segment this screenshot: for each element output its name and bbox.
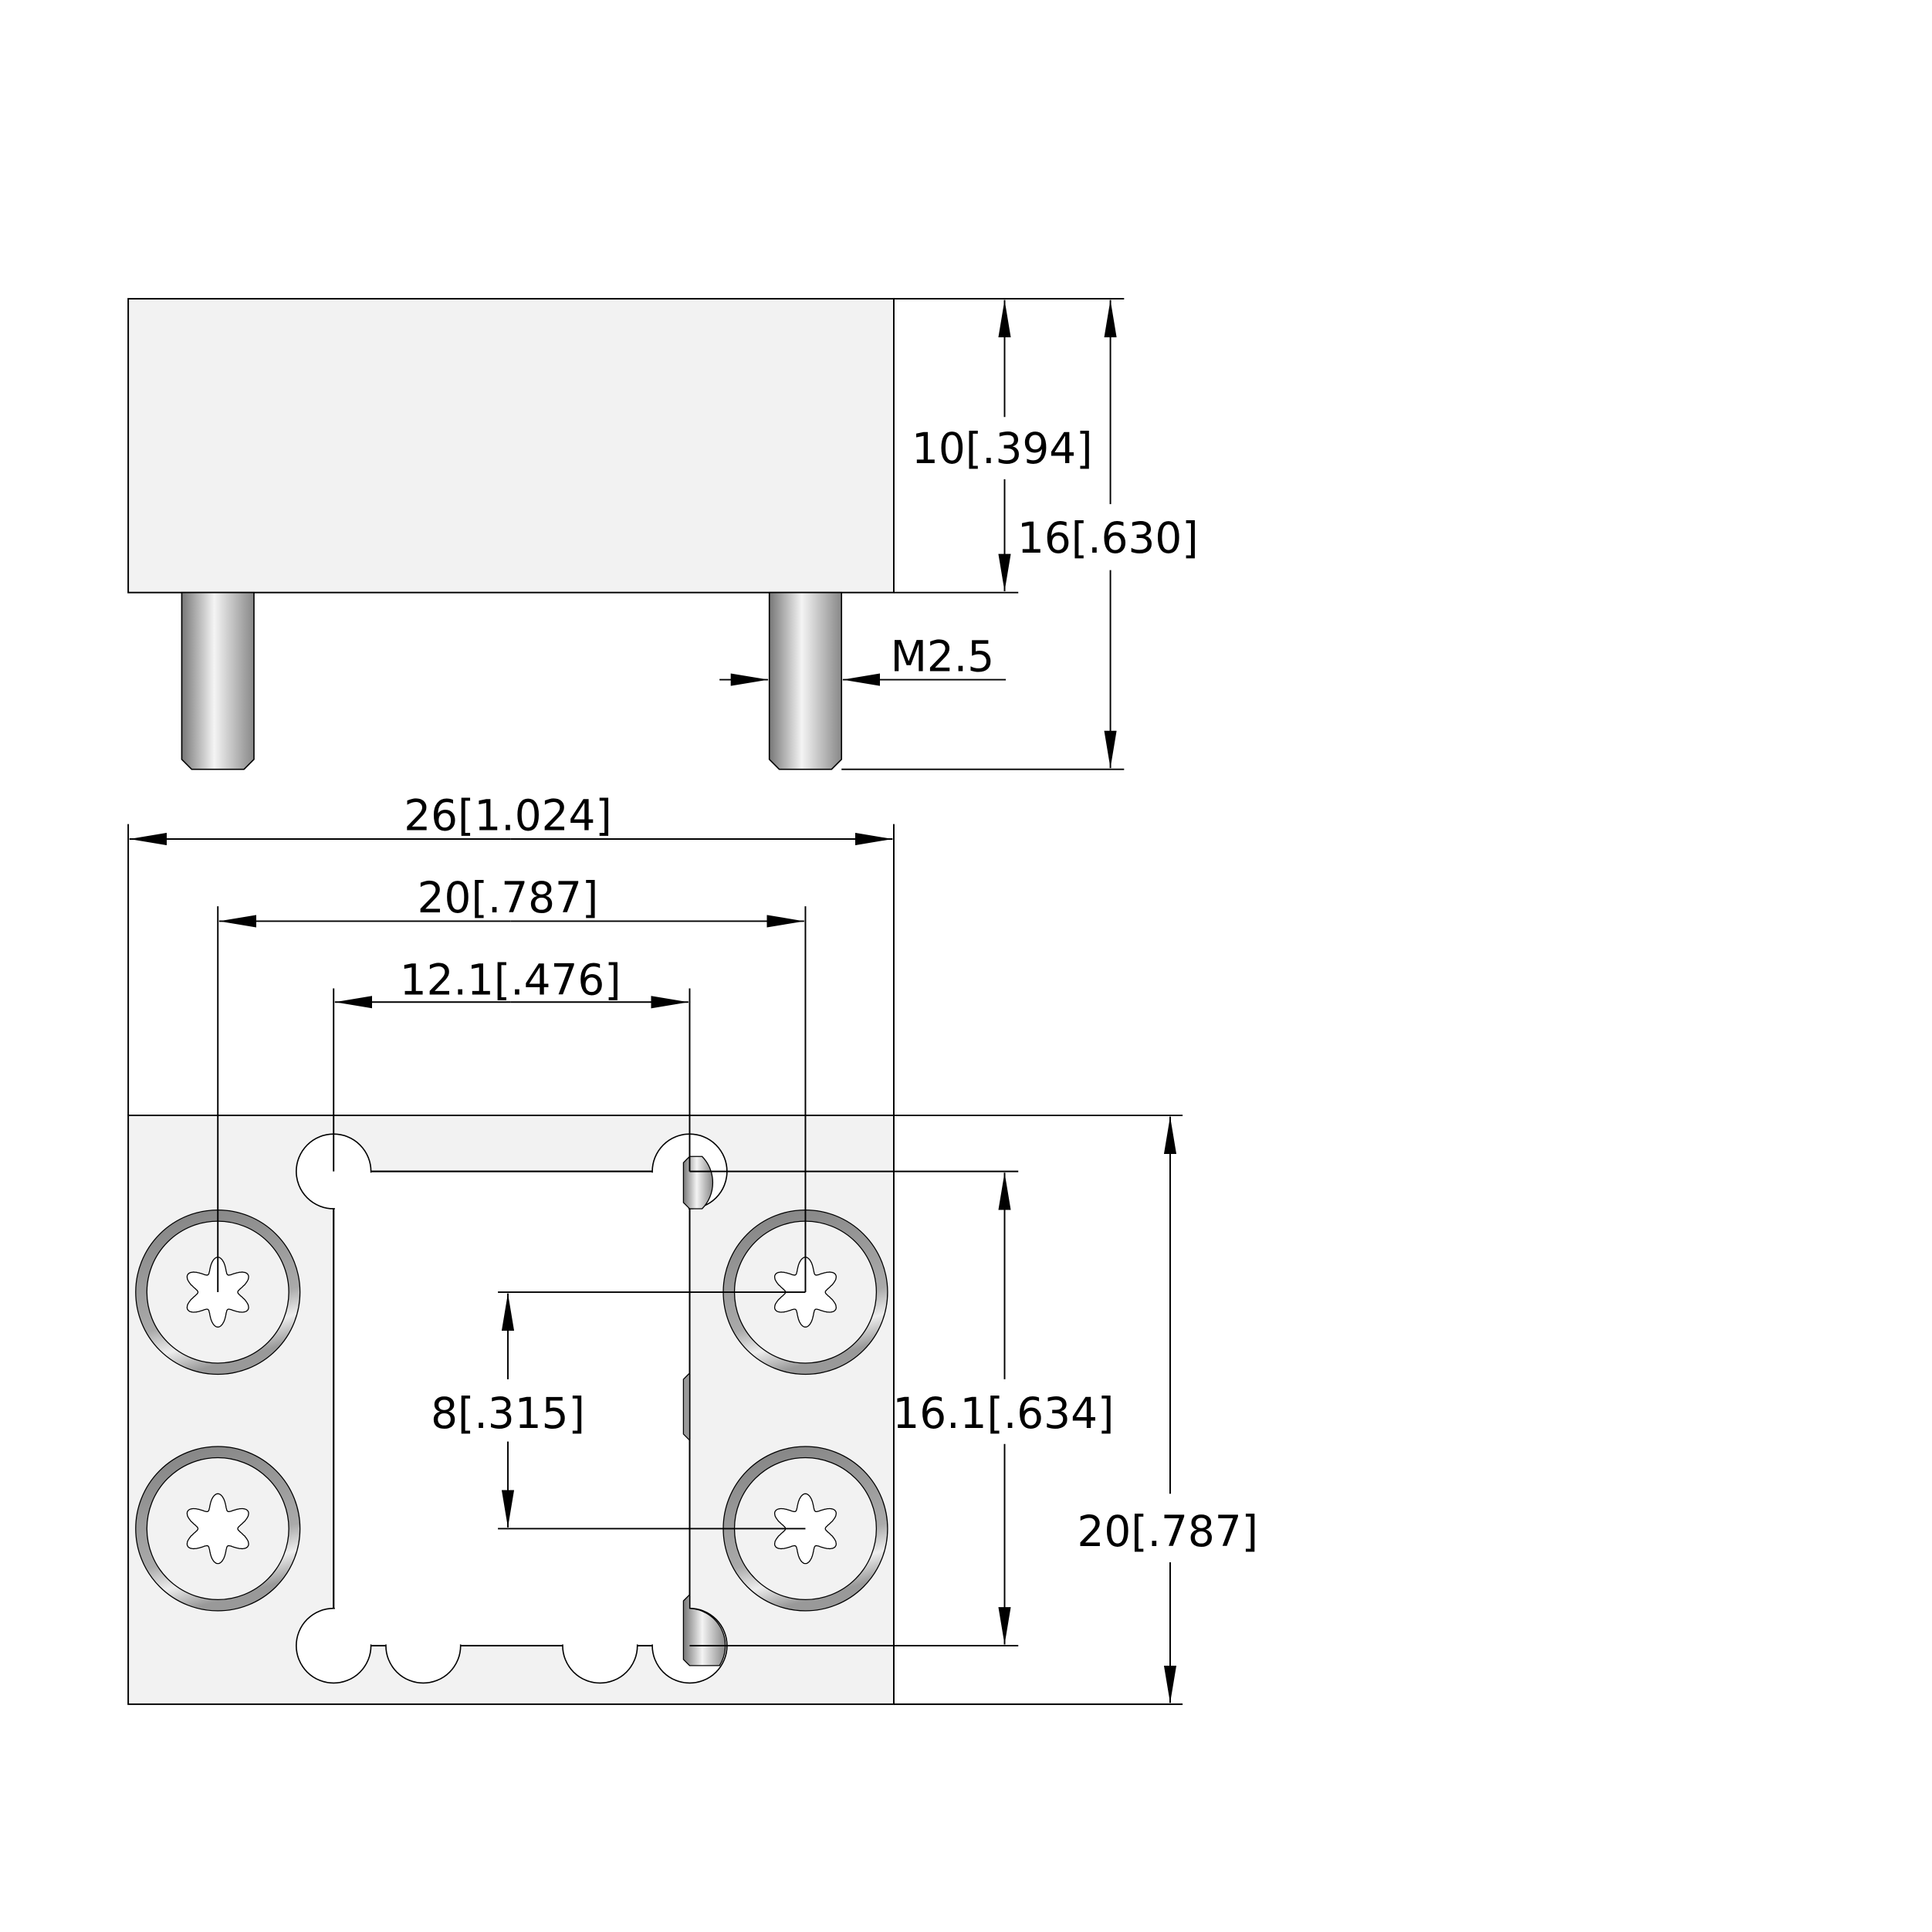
bottom-view: 26[1.024] 20[.787] 12.1[.476] 8[.315] 16… xyxy=(127,791,1258,1705)
dim-total-height: 16[.630] xyxy=(1017,299,1199,769)
extension-lines xyxy=(127,824,1183,1705)
dim-body-height: 10[.394] xyxy=(912,299,1093,592)
dim-label: 20[.787] xyxy=(1077,1507,1258,1556)
pocket xyxy=(296,1133,728,1684)
dim-label: 8[.315] xyxy=(431,1389,585,1438)
dim-label: 16[.630] xyxy=(1017,513,1199,563)
pin-end xyxy=(682,1155,713,1210)
dim-label: 16.1[.634] xyxy=(892,1389,1114,1438)
pin-right xyxy=(768,591,843,770)
dim-label: 12.1[.476] xyxy=(400,956,621,1005)
dim-screw-spacing-y: 8[.315] xyxy=(431,1293,585,1528)
dim-pin-thread: M2.5 xyxy=(719,631,1007,686)
dim-label: 10[.394] xyxy=(912,424,1093,473)
dim-pocket-height: 16.1[.634] xyxy=(892,1172,1114,1645)
dim-label: 26[1.024] xyxy=(404,791,612,841)
dim-label: M2.5 xyxy=(891,631,995,681)
dim-overall-depth: 20[.787] xyxy=(1077,1116,1258,1704)
dim-pocket-width: 12.1[.476] xyxy=(334,956,689,1009)
block-side xyxy=(127,298,895,594)
pin-left xyxy=(181,591,255,770)
side-view: 10[.394] 16[.630] M2.5 xyxy=(127,298,1199,770)
dim-label: 20[.787] xyxy=(418,873,599,922)
extension-lines xyxy=(841,298,1125,770)
pin-end xyxy=(682,1593,726,1666)
dim-screw-spacing-x: 20[.787] xyxy=(218,873,804,928)
dim-overall-width: 26[1.024] xyxy=(129,791,893,846)
torx-screw-head xyxy=(135,1446,301,1612)
torx-recess-icon xyxy=(186,1493,249,1565)
